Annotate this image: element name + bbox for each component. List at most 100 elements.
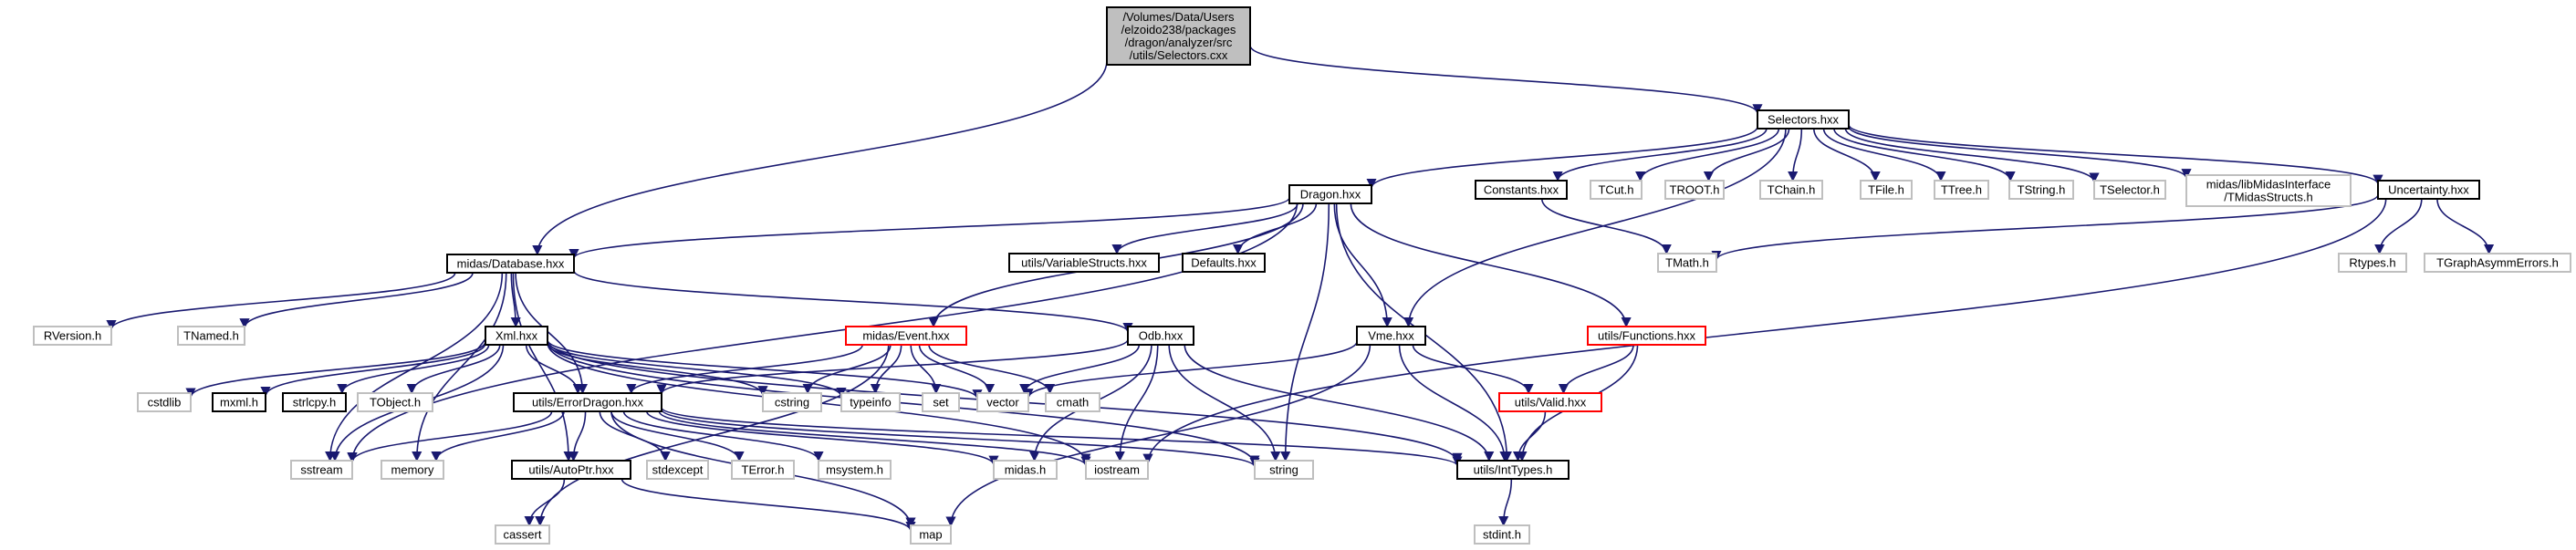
node-uncertainty-hxx[interactable]: Uncertainty.hxx xyxy=(2377,180,2480,200)
node-event-hxx[interactable]: midas/Event.hxx xyxy=(845,326,967,346)
dependency-edge xyxy=(1333,202,1392,328)
dependency-edge xyxy=(1114,344,1159,462)
node-label: /TMidasStructs.h xyxy=(2224,191,2313,204)
edge-line xyxy=(510,272,521,328)
node-label: map xyxy=(919,528,942,542)
dependency-edge xyxy=(1848,124,2383,185)
node-stdint-h: stdint.h xyxy=(1474,524,1530,545)
dependency-edge xyxy=(532,60,1108,256)
node-label: iostream xyxy=(1094,463,1140,477)
edge-line xyxy=(525,344,583,395)
dependency-edge xyxy=(547,341,847,399)
node-inttypes-h[interactable]: utils/IntTypes.h xyxy=(1456,460,1570,480)
node-label: cstring xyxy=(775,396,809,410)
edge-line xyxy=(1844,128,2100,183)
dependency-edge xyxy=(1552,128,1768,182)
dependency-edge xyxy=(870,344,902,395)
edge-line xyxy=(515,272,589,395)
dependency-edge xyxy=(512,272,574,462)
node-database-hxx[interactable]: midas/Database.hxx xyxy=(446,254,575,274)
node-defaults-hxx[interactable]: Defaults.hxx xyxy=(1182,253,1266,273)
node-label: cstdlib xyxy=(148,396,182,410)
dependency-edge xyxy=(1703,128,1790,182)
node-box xyxy=(381,460,444,480)
dependency-edge xyxy=(658,410,1091,467)
node-box xyxy=(845,326,967,346)
dependency-edge xyxy=(1019,344,1141,395)
node-box xyxy=(2185,174,2352,207)
edge-line xyxy=(547,342,768,397)
node-constants-hxx[interactable]: Constants.hxx xyxy=(1475,180,1568,200)
node-box xyxy=(1106,6,1251,66)
dependency-edge xyxy=(918,344,996,395)
node-box xyxy=(1356,326,1426,346)
node-label: typeinfo xyxy=(850,396,892,410)
edge-line xyxy=(621,478,916,533)
node-errordragon-hxx[interactable]: utils/ErrorDragon.hxx xyxy=(513,392,662,412)
node-tmidasstructs-h: midas/libMidasInterface/TMidasStructs.h xyxy=(2185,174,2352,207)
node-functions-hxx[interactable]: utils/Functions.hxx xyxy=(1587,326,1706,346)
node-vme-hxx[interactable]: Vme.hxx xyxy=(1356,326,1426,346)
node-selectors-hxx[interactable]: Selectors.hxx xyxy=(1757,109,1850,130)
edges-layer xyxy=(106,45,2495,533)
node-label: TCut.h xyxy=(1598,183,1633,197)
edge-line xyxy=(547,341,847,399)
edge-line xyxy=(918,344,996,395)
node-box xyxy=(840,392,901,412)
edge-line xyxy=(1280,202,1330,462)
node-strlcpy-h[interactable]: strlcpy.h xyxy=(282,392,347,412)
node-label: Odb.hxx xyxy=(1139,329,1184,343)
node-box xyxy=(33,326,112,346)
node-label: RVersion.h xyxy=(44,329,101,343)
edge-line xyxy=(645,410,999,466)
node-box xyxy=(993,460,1058,480)
dependency-edge xyxy=(1142,198,2387,464)
node-tmath-h: TMath.h xyxy=(1657,253,1717,273)
node-label: TGraphAsymmErrors.h xyxy=(2436,256,2559,270)
edge-line xyxy=(1848,124,2383,185)
edge-line xyxy=(1114,344,1159,462)
node-box xyxy=(485,326,548,346)
edge-line xyxy=(337,344,490,395)
node-box xyxy=(922,392,960,412)
dependency-edge xyxy=(1822,128,1946,182)
edge-line xyxy=(661,409,1260,469)
node-box xyxy=(1934,180,1989,200)
dependency-edge xyxy=(1558,344,1634,395)
edge-line xyxy=(1788,128,1803,182)
node-tcut-h: TCut.h xyxy=(1590,180,1643,200)
edge-line xyxy=(1822,128,1946,182)
node-box xyxy=(495,524,550,545)
node-root[interactable]: /Volumes/Data/Users/elzoido238/packages/… xyxy=(1106,6,1251,66)
edge-line xyxy=(1023,341,1358,400)
node-box xyxy=(976,392,1029,412)
node-box xyxy=(137,392,192,412)
nodes-layer: /Volumes/Data/Users/elzoido238/packages/… xyxy=(33,6,2571,545)
node-label: stdint.h xyxy=(1483,528,1521,542)
node-label: strlcpy.h xyxy=(293,396,336,410)
node-midas-h: midas.h xyxy=(993,460,1058,480)
node-autoptr-hxx[interactable]: utils/AutoPtr.hxx xyxy=(511,460,631,480)
node-box xyxy=(1757,109,1850,130)
node-msystem-h: msystem.h xyxy=(818,460,892,480)
node-mxml-h[interactable]: mxml.h xyxy=(212,392,266,412)
node-box xyxy=(731,460,795,480)
node-box xyxy=(1127,326,1194,346)
node-xml-hxx[interactable]: Xml.hxx xyxy=(485,326,548,346)
node-odb-hxx[interactable]: Odb.hxx xyxy=(1127,326,1194,346)
node-label: /dragon/analyzer/src xyxy=(1125,36,1233,49)
node-label: mxml.h xyxy=(220,396,258,410)
node-label: /elzoido238/packages xyxy=(1121,23,1236,36)
node-valid-hxx[interactable]: utils/Valid.hxx xyxy=(1498,392,1602,412)
dependency-edge xyxy=(928,344,1056,395)
edge-line xyxy=(573,270,1133,334)
node-box xyxy=(1860,180,1913,200)
edge-line xyxy=(260,342,486,398)
node-label: midas/Event.hxx xyxy=(862,329,950,343)
node-label: TNamed.h xyxy=(183,329,239,343)
node-dragon-hxx[interactable]: Dragon.hxx xyxy=(1288,184,1372,204)
node-label: midas.h xyxy=(1005,463,1047,477)
node-variablestructs-hxx[interactable]: utils/VariableStructs.hxx xyxy=(1008,253,1160,273)
edge-line xyxy=(1412,344,1534,395)
node-box xyxy=(1498,392,1602,412)
